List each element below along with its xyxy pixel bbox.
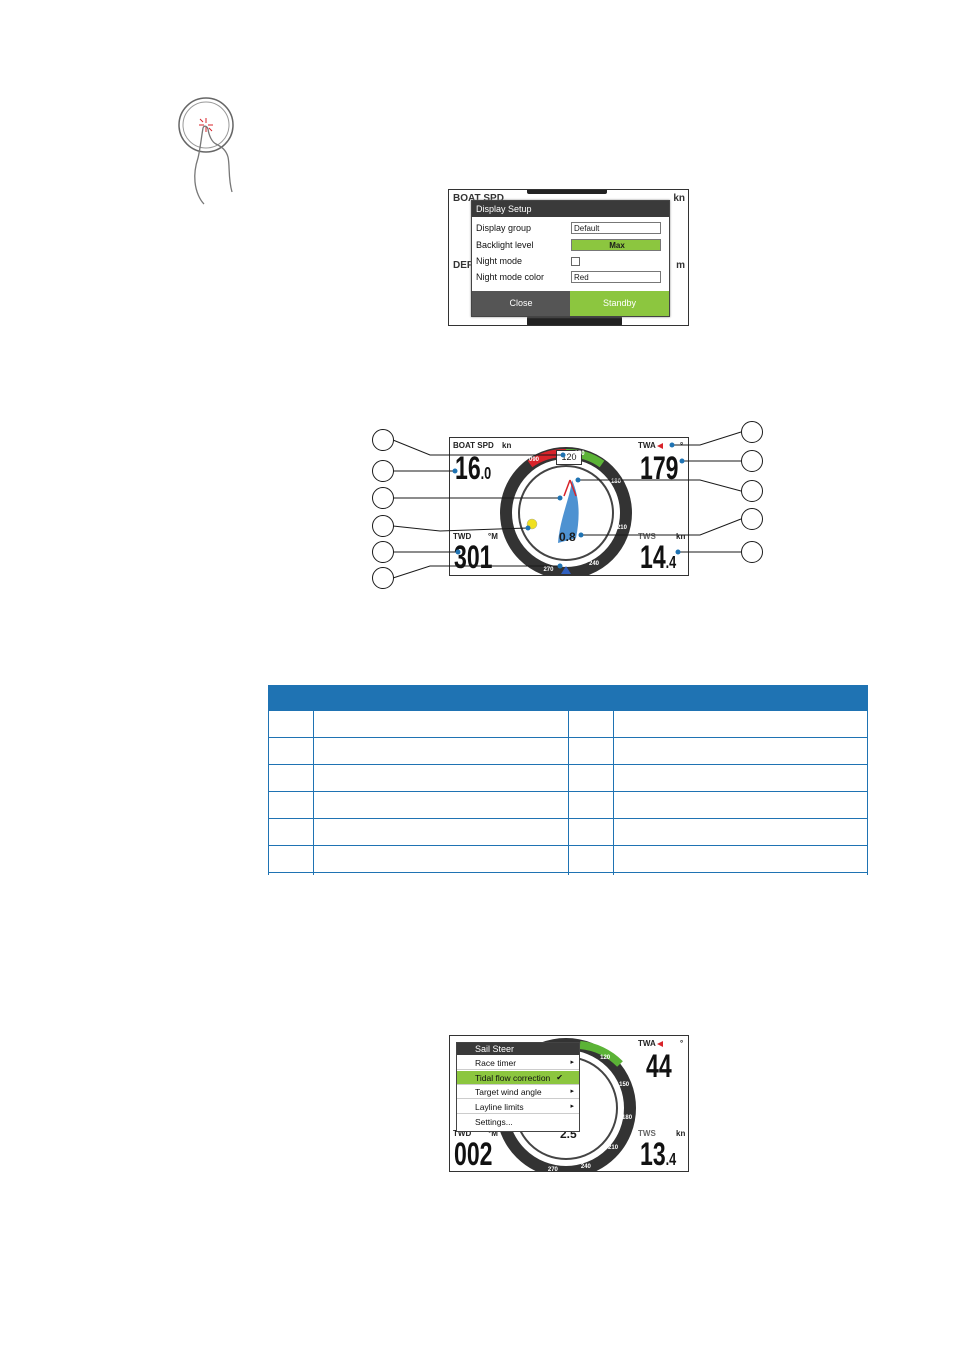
bg-depth-label: DEP bbox=[453, 260, 474, 271]
menu-item-label: Layline limits bbox=[475, 1102, 524, 1112]
menu-item-label: Settings... bbox=[475, 1117, 513, 1127]
callout-circle bbox=[372, 429, 394, 451]
table-row bbox=[268, 845, 868, 873]
dial-tick-label: 180 bbox=[610, 479, 621, 485]
dial-tick-label: 270 bbox=[547, 1167, 558, 1172]
backlight-level-label: Backlight level bbox=[476, 240, 534, 250]
menu-item-settings[interactable]: Settings... bbox=[457, 1115, 579, 1129]
callout-circle bbox=[372, 567, 394, 589]
dial-tick-label: 240 bbox=[589, 560, 600, 567]
twa-label: TWA bbox=[638, 1039, 656, 1048]
hand-press-icon bbox=[178, 97, 234, 205]
callout-circle bbox=[741, 421, 763, 443]
table-row bbox=[268, 711, 868, 738]
table-row bbox=[268, 764, 868, 792]
tws-unit: kn bbox=[676, 1129, 686, 1138]
sail-steer-screenshot: 120 BOAT SPD kn 16.0 TWA ° 179 TWD °M 30… bbox=[449, 437, 689, 576]
tws-label: TWS bbox=[638, 1129, 656, 1138]
menu-item-race-timer[interactable]: Race timer ▸ bbox=[457, 1056, 579, 1070]
table-header-cell bbox=[567, 685, 622, 711]
close-button[interactable]: Close bbox=[472, 291, 570, 316]
tws-value: 14.4 bbox=[640, 539, 677, 575]
sail-steer-menu: Sail Steer Race timer ▸ Tidal flow corre… bbox=[456, 1042, 580, 1132]
callout-circle bbox=[372, 460, 394, 482]
callout-circle bbox=[741, 541, 763, 563]
callout-circle bbox=[372, 515, 394, 537]
menu-item-label: Tidal flow correction bbox=[475, 1073, 551, 1083]
display-setup-screenshot: BOAT SPD kn DEP m Display Setup Display … bbox=[448, 189, 689, 326]
boat-spd-value: 16.0 bbox=[455, 450, 492, 486]
menu-item-target-wind-angle[interactable]: Target wind angle ▸ bbox=[457, 1085, 579, 1099]
night-mode-color-field[interactable]: Red bbox=[571, 271, 661, 283]
bg-big-digits-top bbox=[527, 190, 607, 194]
table-header-cell bbox=[268, 685, 322, 711]
table-header-cell bbox=[321, 685, 568, 711]
sail-steer-menu-screenshot: TWA ° 44 TWD °M 002 TWS kn 13.4 2.5 Sail… bbox=[449, 1035, 689, 1172]
bg-big-digits-bottom bbox=[527, 316, 622, 325]
table-row bbox=[268, 737, 868, 765]
callout-circle bbox=[741, 450, 763, 472]
dialog-title: Display Setup bbox=[472, 201, 669, 217]
callout-circle bbox=[741, 480, 763, 502]
bg-boat-spd-label: BOAT SPD bbox=[453, 193, 504, 204]
checkmark-icon: ✔ bbox=[556, 1073, 563, 1082]
dial-tick-label: 120 bbox=[600, 1054, 611, 1061]
menu-item-label: Target wind angle bbox=[475, 1087, 542, 1097]
rotary-knob-press-illustration bbox=[170, 92, 250, 212]
submenu-arrow-icon: ▸ bbox=[570, 1059, 574, 1066]
twd-label: TWD bbox=[453, 1129, 472, 1138]
boat-spd-unit: kn bbox=[502, 441, 512, 450]
table-header-row bbox=[268, 685, 868, 711]
standby-button[interactable]: Standby bbox=[570, 291, 669, 316]
night-mode-label: Night mode bbox=[476, 256, 523, 266]
dial-tick-label: 210 bbox=[608, 1145, 619, 1152]
tws-unit: kn bbox=[676, 532, 686, 541]
bg-kn-label: kn bbox=[673, 193, 685, 204]
tide-value: 0.8 bbox=[559, 530, 576, 544]
callout-circle bbox=[372, 487, 394, 509]
twd-value: 301 bbox=[454, 539, 493, 575]
menu-item-layline-limits[interactable]: Layline limits ▸ bbox=[457, 1100, 579, 1114]
table-header-cell bbox=[621, 685, 868, 711]
tws-value: 13.4 bbox=[640, 1136, 677, 1172]
twa-value: 44 bbox=[646, 1048, 672, 1084]
tws-label: TWS bbox=[638, 532, 656, 541]
table-row bbox=[268, 791, 868, 819]
night-mode-color-label: Night mode color bbox=[476, 272, 545, 282]
twa-unit: ° bbox=[680, 1039, 684, 1048]
port-arrow-icon bbox=[657, 1041, 663, 1047]
callout-leaders bbox=[392, 431, 742, 579]
callout-circle bbox=[741, 508, 763, 530]
twa-label: TWA bbox=[638, 441, 656, 450]
dial-tick-label: 270 bbox=[543, 566, 554, 573]
display-group-field[interactable]: Default bbox=[571, 222, 661, 234]
menu-title: Sail Steer bbox=[457, 1043, 579, 1055]
submenu-arrow-icon: ▸ bbox=[570, 1088, 574, 1095]
twd-unit: °M bbox=[488, 1129, 498, 1138]
sail-steer-dial bbox=[500, 447, 632, 575]
display-group-label: Display group bbox=[476, 223, 532, 233]
twd-label: TWD bbox=[453, 532, 472, 541]
twd-unit: °M bbox=[488, 532, 498, 541]
twd-value: 002 bbox=[454, 1136, 493, 1172]
boat-spd-label: BOAT SPD bbox=[453, 441, 494, 450]
callout-legend-table bbox=[268, 685, 868, 873]
display-setup-dialog: Display Setup Display group Default Back… bbox=[471, 200, 670, 317]
menu-item-tidal-flow-correction[interactable]: Tidal flow correction ✔ bbox=[457, 1071, 579, 1085]
dial-tick-label: 150 bbox=[619, 1082, 630, 1089]
dial-tick-label: 090 bbox=[529, 457, 540, 464]
dial-tick-label: 240 bbox=[580, 1164, 591, 1171]
backlight-level-slider[interactable]: Max bbox=[571, 239, 661, 251]
table-row bbox=[268, 818, 868, 846]
bg-m-label: m bbox=[676, 260, 685, 271]
callout-circle bbox=[372, 541, 394, 563]
table-gridlines bbox=[268, 685, 868, 875]
submenu-arrow-icon: ▸ bbox=[570, 1103, 574, 1110]
port-arrow-icon bbox=[657, 443, 663, 449]
dial-tick-label: 180 bbox=[622, 1115, 633, 1122]
dial-tick-label: 150 bbox=[574, 451, 585, 458]
night-mode-checkbox[interactable] bbox=[571, 257, 580, 266]
menu-item-label: Race timer bbox=[475, 1058, 517, 1068]
dial-tick-label: 210 bbox=[616, 524, 627, 531]
